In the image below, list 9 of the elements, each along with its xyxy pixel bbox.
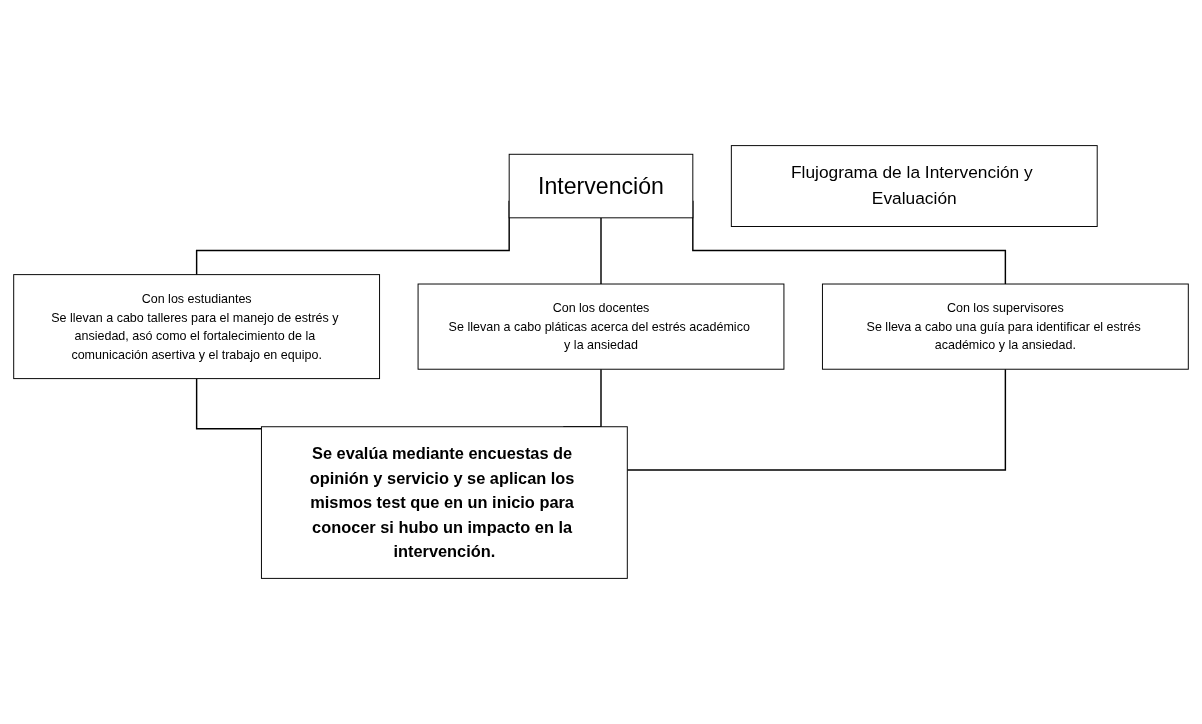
node-box: Con los supervisores Se lleva a cabo una guía para identificar el estrés académico y la ansiedad.: [821, 283, 1189, 370]
connector: [626, 368, 1007, 471]
connector: [600, 217, 602, 285]
node-box: Intervención: [508, 153, 694, 219]
node-box: Con los estudiantes Se llevan a cabo talleres para el manejo de estrés y ansiedad, asó como el fortalecimiento de la comunicación asertiva y el trabajo en equipo.: [13, 274, 381, 380]
node-box: Flujograma de la Intervención y Evaluación: [730, 145, 1098, 227]
node-box: Con los docentes Se llevan a cabo pláticas acerca del estrés académico y la ansiedad: [417, 283, 785, 370]
connector: [195, 377, 263, 430]
node-box: Se evalúa mediante encuestas de opinión y servicio y se aplican los mismos test que en un inicio para conocer si hubo un impacto en la intervención.: [260, 426, 628, 579]
